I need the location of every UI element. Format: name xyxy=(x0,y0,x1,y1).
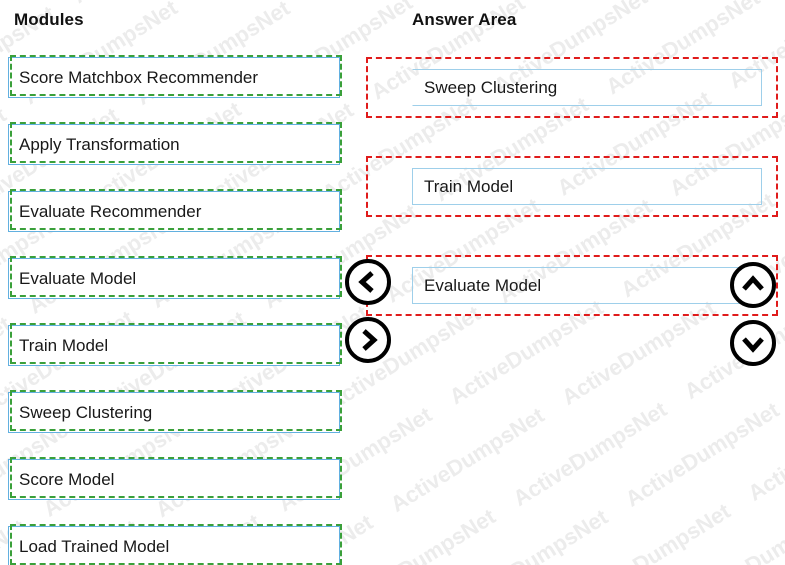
watermark-text: ActiveDumpsNet xyxy=(620,397,784,512)
move-right-button[interactable] xyxy=(345,317,391,363)
module-item[interactable]: Load Trained Model xyxy=(8,524,342,565)
answer-slot[interactable]: Evaluate Model xyxy=(366,255,778,316)
module-item-label: Apply Transformation xyxy=(19,134,180,154)
module-item-label: Train Model xyxy=(19,335,109,355)
answer-slot-box xyxy=(412,69,762,106)
module-item-label: Score Model xyxy=(19,469,115,489)
chevron-left-icon xyxy=(357,270,379,294)
module-item-label: Sweep Clustering xyxy=(19,402,153,422)
answer-slot-box xyxy=(412,168,762,205)
chevron-down-icon xyxy=(741,332,765,354)
answer-slot-label: Evaluate Model xyxy=(424,275,542,295)
watermark-text: ActiveDumpsNet xyxy=(743,391,785,506)
move-down-button[interactable] xyxy=(730,320,776,366)
module-item-label: Evaluate Recommender xyxy=(19,201,202,221)
module-item[interactable]: Evaluate Recommender xyxy=(8,189,342,232)
watermark-text: ActiveDumpsNet xyxy=(0,0,118,8)
watermark-text: ActiveDumpsNet xyxy=(385,402,549,517)
watermark-text: ActiveDumpsNet xyxy=(337,503,500,565)
module-item-label: Load Trained Model xyxy=(19,536,170,556)
move-left-button[interactable] xyxy=(345,259,391,305)
module-item[interactable]: Apply Transformation xyxy=(8,122,342,165)
answer-slot-label: Train Model xyxy=(424,176,514,196)
chevron-up-icon xyxy=(741,274,765,296)
answer-area-heading: Answer Area xyxy=(412,10,517,29)
chevron-right-icon xyxy=(357,328,379,352)
module-item[interactable]: Score Model xyxy=(8,457,342,500)
watermark-text: ActiveDumpsNet xyxy=(449,504,613,565)
modules-heading: Modules xyxy=(14,10,84,29)
answer-slot[interactable]: Sweep Clustering xyxy=(366,57,778,118)
module-item[interactable]: Train Model xyxy=(8,323,342,366)
watermark-text: ActiveDumpsNet xyxy=(508,396,672,512)
module-item-label: Score Matchbox Recommender xyxy=(19,67,259,87)
module-item-label: Evaluate Model xyxy=(19,268,137,288)
module-item[interactable]: Sweep Clustering xyxy=(8,390,342,433)
watermark-text: ActiveDumpsNet xyxy=(303,0,466,3)
watermark-text: ActiveDumpsNet xyxy=(68,0,231,8)
module-item[interactable]: Score Matchbox Recommender xyxy=(8,55,342,98)
move-up-button[interactable] xyxy=(730,262,776,308)
watermark-text: ActiveDumpsNet xyxy=(684,498,785,565)
watermark-text: ActiveDumpsNet xyxy=(191,0,354,2)
module-item[interactable]: Evaluate Model xyxy=(8,256,342,299)
answer-slot[interactable]: Train Model xyxy=(366,156,778,217)
watermark-text: ActiveDumpsNet xyxy=(572,498,735,565)
answer-slot-label: Sweep Clustering xyxy=(424,77,558,97)
